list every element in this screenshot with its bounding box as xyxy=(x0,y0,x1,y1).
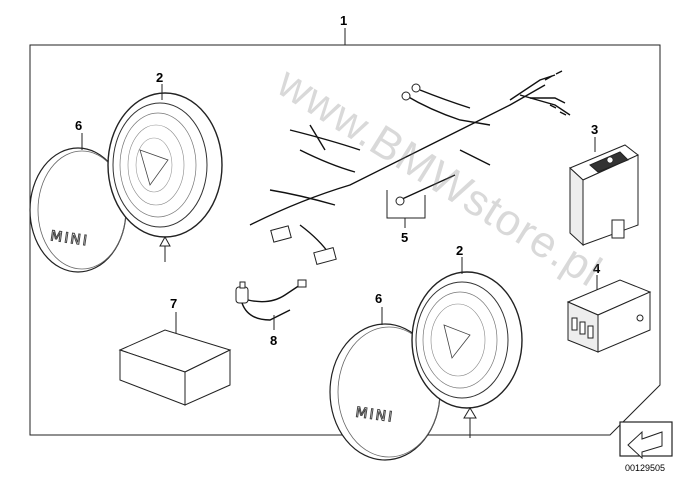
figure-number: 00129505 xyxy=(625,463,665,473)
arrow-left-icon xyxy=(627,430,663,460)
lamp-cover-right: MINI xyxy=(329,323,441,461)
callout-6-left: 6 xyxy=(75,118,82,133)
fog-lamp-right xyxy=(411,271,523,438)
callout-7: 7 xyxy=(170,296,177,311)
bracket-5 xyxy=(386,190,426,219)
nav-arrow-box[interactable] xyxy=(619,421,673,460)
fog-lamp-left xyxy=(107,92,223,262)
callout-4: 4 xyxy=(593,261,601,276)
callout-5: 5 xyxy=(401,230,408,245)
callout-6-right: 6 xyxy=(375,291,382,306)
wiring-harness xyxy=(249,70,571,265)
callout-2-left: 2 xyxy=(156,70,163,85)
ground-cable xyxy=(395,174,456,206)
relay xyxy=(566,279,652,353)
callout-2-right: 2 xyxy=(456,243,463,258)
bulb-with-lead xyxy=(235,279,307,321)
packaging-box xyxy=(118,329,232,406)
callout-8: 8 xyxy=(270,333,277,348)
assembly-frame xyxy=(29,28,661,436)
cover-right-badge: MINI xyxy=(354,405,395,426)
callout-1: 1 xyxy=(340,13,347,28)
cover-left-badge: MINI xyxy=(49,228,90,249)
lamp-switch xyxy=(569,144,639,247)
callout-3: 3 xyxy=(591,122,598,137)
